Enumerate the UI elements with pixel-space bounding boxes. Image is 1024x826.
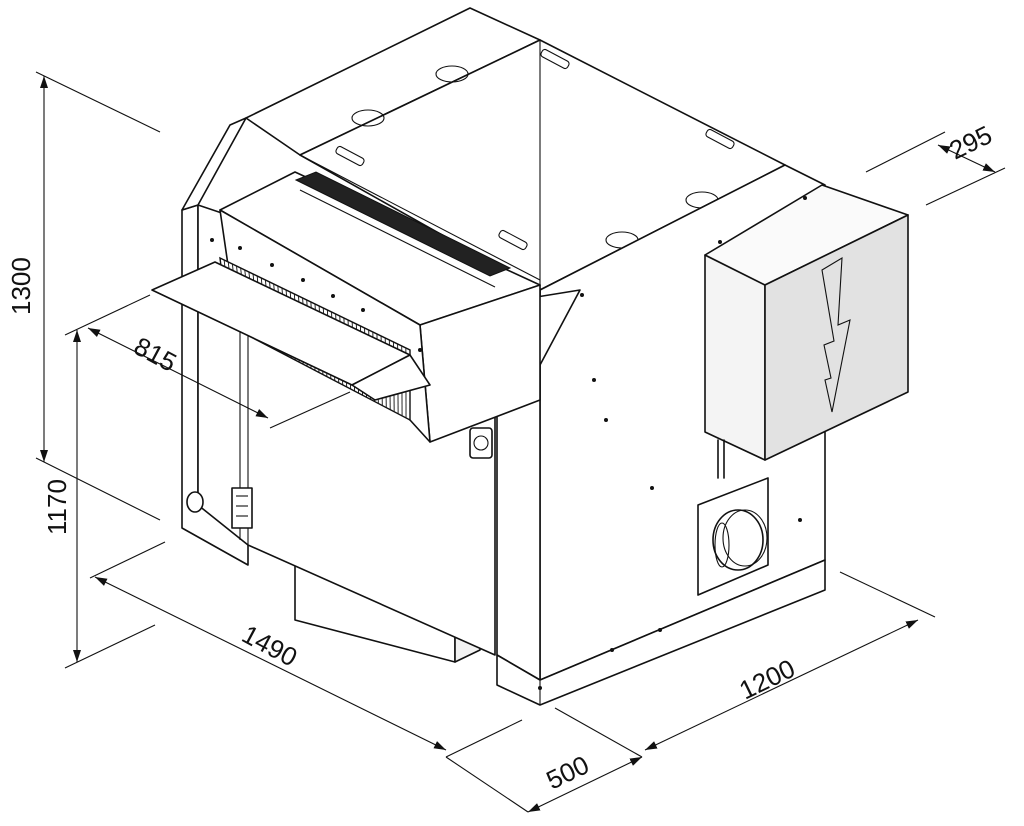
dim-1490-label: 1490 bbox=[237, 619, 302, 673]
dim-1300-label: 1300 bbox=[6, 257, 36, 315]
dimension-lines bbox=[35, 71, 1006, 813]
dim-500-label: 500 bbox=[541, 749, 593, 795]
electrical-panel bbox=[704, 184, 909, 479]
dim-1170-label: 1170 bbox=[42, 479, 72, 535]
outlet-duct bbox=[697, 477, 769, 596]
switch-knob-icon bbox=[473, 435, 489, 451]
dim-1200-label: 1200 bbox=[734, 653, 799, 705]
left-column-top bbox=[181, 117, 247, 211]
panel-front bbox=[704, 254, 766, 461]
control-switch bbox=[469, 427, 493, 459]
left-connector-block bbox=[231, 487, 253, 529]
lightning-warning-icon bbox=[821, 256, 851, 413]
left-nozzle bbox=[186, 491, 204, 513]
feed-slot bbox=[294, 171, 512, 277]
machine-body bbox=[151, 7, 909, 706]
panel-side bbox=[764, 214, 909, 461]
rivets bbox=[210, 196, 807, 690]
dim-295-label: 295 bbox=[944, 119, 996, 165]
